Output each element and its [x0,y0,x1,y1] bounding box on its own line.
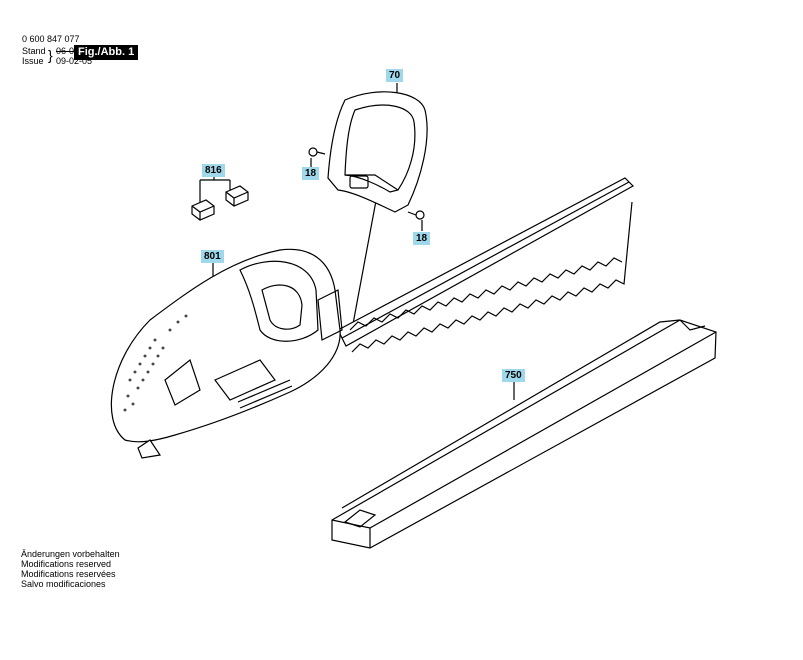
figure-label: Fig./Abb. 1 [74,45,139,60]
blade-cover-part [331,319,717,549]
callout-816: 816 [202,164,225,177]
issue-date: 09-02-05 [56,56,93,66]
note-en: Modifications reserved [21,559,112,569]
switch-part-b [225,185,249,207]
stand-date: 06-04 [56,46,80,56]
note-es: Salvo modificaciones [21,579,106,589]
screw-part-b [407,210,425,220]
cutting-blade [337,177,634,353]
switch-part-a [191,199,215,221]
brace-glyph: } [48,47,53,63]
note-fr: Modifications reservées [21,569,116,579]
part-number: 0 600 847 077 [22,34,80,44]
note-de: Änderungen vorbehalten [21,549,120,559]
stand-label: Stand [22,46,46,56]
trimmer-housing [110,248,343,459]
callout-750: 750 [502,369,525,382]
blade-guard-part [327,91,428,213]
screw-part-a [308,147,326,157]
callout-18-lower: 18 [413,232,431,245]
callout-18-upper: 18 [302,167,320,180]
callout-70: 70 [386,69,404,82]
assembly-line [349,189,379,341]
issue-label: Issue [22,56,44,66]
callout-801: 801 [201,250,224,263]
modification-notes: Änderungen vorbehalten Modifications res… [21,549,120,589]
